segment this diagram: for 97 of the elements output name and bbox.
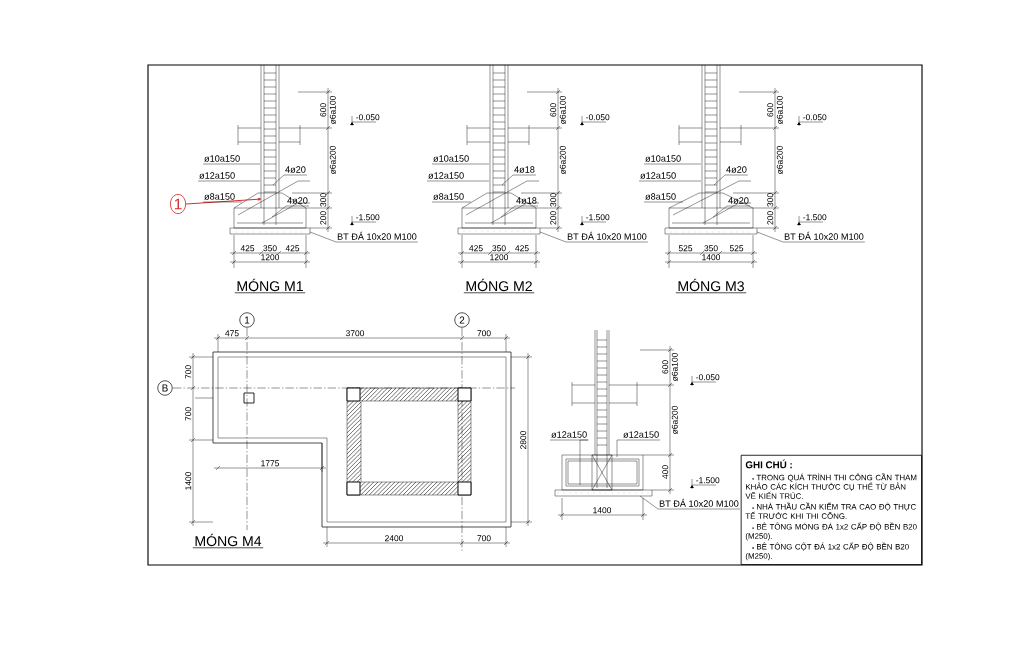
rebar-label: ø10a150: [204, 155, 240, 162]
leader-line: [638, 180, 702, 182]
dimension-text: 400: [662, 465, 669, 479]
leader-line: [431, 163, 490, 165]
rebar-label: 4ø20: [726, 166, 747, 173]
dimension-text: 475: [225, 330, 239, 337]
notes-heading: GHI CHÚ :: [745, 459, 792, 469]
dimension-text: 1400: [702, 254, 721, 261]
rebar-label: ø10a150: [433, 155, 469, 162]
rebar-text: ø6a100: [776, 96, 783, 125]
dimension-text: 200: [767, 211, 774, 225]
dimension-text: 3700: [345, 330, 365, 337]
leader-line: [639, 495, 741, 510]
leader-line: [272, 174, 308, 186]
rebar-label: ø10a150: [645, 155, 681, 162]
rebar-label: ø12a150: [428, 172, 464, 179]
dimension-text: 425: [515, 245, 529, 252]
dimension-text: 200: [550, 211, 557, 225]
leader-line: [202, 163, 261, 165]
rebar-text: ø6a200: [671, 406, 678, 435]
leader-line: [549, 439, 589, 486]
dimension-text: 2400: [385, 535, 404, 542]
dimension-text: 600: [320, 103, 327, 117]
dimension-text: 1775: [261, 460, 280, 467]
dimension-text: 600: [767, 103, 774, 117]
drawing-title: MÓNG M4: [192, 533, 264, 549]
dimension-text: 1200: [261, 254, 280, 261]
notes-box: [740, 454, 922, 565]
dimension-text: 300: [767, 193, 774, 207]
rebar-label: 4ø20: [285, 166, 306, 173]
rebar-label: ø8a150: [204, 193, 235, 200]
leader-line: [426, 180, 490, 182]
rebar-text: ø6a200: [776, 146, 783, 175]
dimension-text: 700: [477, 535, 491, 542]
drawing-title: MÓNG M2: [463, 278, 535, 294]
rebar-text: ø6a100: [671, 353, 678, 382]
leader-line: [539, 231, 649, 243]
axis-bubble: B: [157, 380, 173, 396]
rebar-text: ø6a100: [559, 96, 566, 125]
rebar-label: 4ø18: [514, 166, 535, 173]
dimension-text: 525: [678, 245, 693, 252]
rebar-text: ø6a100: [329, 96, 336, 125]
material-label: BT ĐÁ 10x20 M100: [337, 231, 417, 240]
leader-line: [713, 174, 749, 186]
leader-line: [202, 201, 243, 203]
dimension-text: 1200: [490, 254, 509, 261]
rebar-label: ø8a150: [433, 193, 464, 200]
axis-bubble: 1: [239, 312, 255, 328]
dimension-text: 525: [729, 245, 744, 252]
leader-line: [309, 231, 419, 243]
dimension-text: 425: [285, 245, 300, 252]
level-text: -0.050: [586, 114, 610, 121]
leader-line: [271, 205, 310, 218]
dimension-text: 425: [240, 245, 255, 252]
dimension-text: 1400: [185, 471, 192, 490]
dimension-text: 200: [320, 211, 327, 225]
dimension-text: 1400: [593, 507, 612, 514]
rebar-label: ø12a150: [551, 431, 587, 438]
rebar-label: ø8a150: [645, 193, 676, 200]
leader-line: [756, 231, 866, 243]
dimension-text: 300: [550, 193, 557, 207]
leader-line: [197, 180, 261, 182]
rebar-label: ø12a150: [640, 172, 676, 179]
dimension-text: 350: [492, 245, 506, 252]
dimension-text: 700: [185, 407, 192, 421]
dimension-text: 700: [185, 365, 192, 379]
dimension-text: 350: [704, 245, 718, 252]
leader-line: [500, 205, 539, 218]
dimension-text: 600: [662, 360, 669, 374]
level-text: -0.050: [696, 374, 720, 381]
material-label: BT ĐÁ 10x20 M100: [659, 498, 739, 507]
leader-line: [643, 163, 702, 165]
rebar-label: ø12a150: [623, 431, 659, 438]
material-label: BT ĐÁ 10x20 M100: [784, 231, 864, 240]
drawing-title: MÓNG M1: [234, 278, 306, 294]
leader-line: [616, 439, 661, 458]
leader-line: [501, 174, 537, 186]
rebar-text: ø6a200: [559, 146, 566, 175]
level-text: -1.500: [696, 477, 720, 484]
dimension-text: 600: [550, 103, 557, 117]
rebar-label: ø12a150: [199, 172, 235, 179]
level-text: -1.500: [586, 214, 610, 221]
drawing-title: MÓNG M3: [675, 278, 747, 294]
level-text: -1.500: [803, 214, 827, 221]
material-label: BT ĐÁ 10x20 M100: [567, 231, 647, 240]
axis-bubble: 2: [454, 312, 470, 328]
level-text: -0.050: [803, 114, 827, 121]
callout-number: 1: [170, 194, 186, 215]
dimension-text: 700: [477, 330, 491, 337]
level-text: -0.050: [356, 114, 380, 121]
leader-line: [431, 201, 472, 203]
level-text: -1.500: [356, 214, 380, 221]
rebar-text: ø6a200: [329, 146, 336, 175]
dimension-text: 350: [263, 245, 277, 252]
dimension-text: 425: [469, 245, 483, 252]
dimension-text: 300: [320, 193, 327, 207]
dimension-text: 2800: [520, 430, 527, 449]
